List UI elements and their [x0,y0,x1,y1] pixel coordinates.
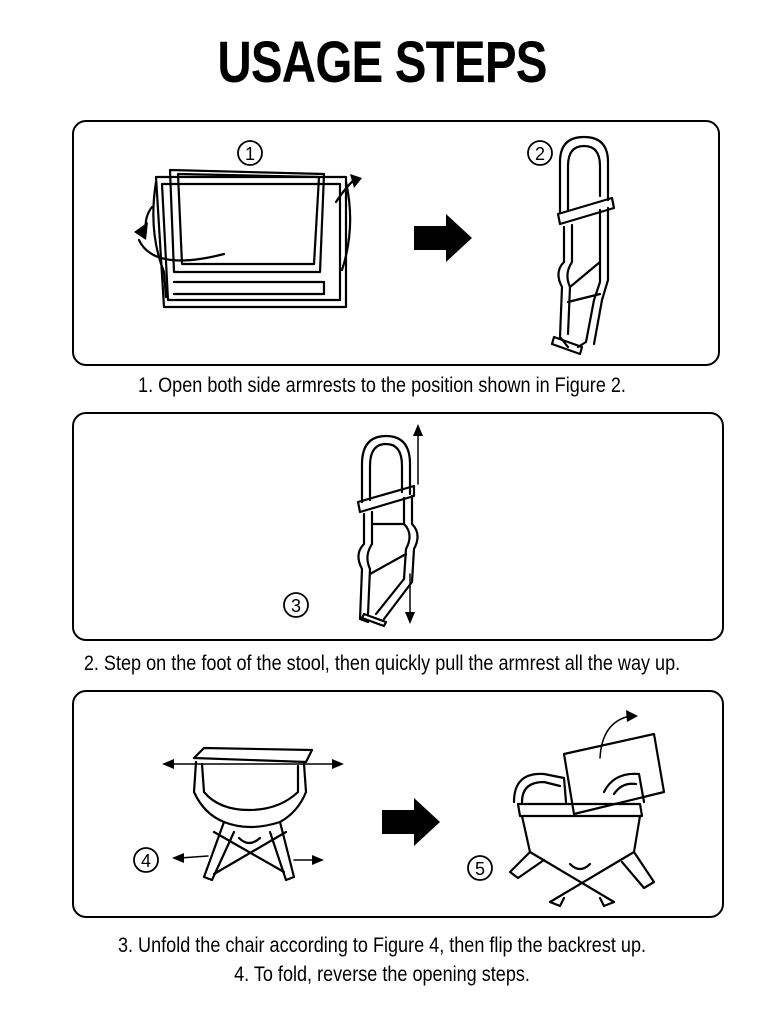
figure-number-4-label: 4 [141,851,151,871]
armrest-up-icon [550,135,616,356]
stool-icon [162,746,344,882]
stool-frame-icon [356,424,423,628]
caption-step-4: 4. To fold, reverse the opening steps. [234,963,530,986]
figure-number-2-label: 2 [535,144,545,164]
figure-number-1: 1 [237,140,263,166]
page-title: USAGE STEPS [217,30,547,95]
caption-step-1: 1. Open both side armrests to the positi… [138,374,626,397]
figure-number-2: 2 [527,140,553,166]
folded-chair-icon [134,168,362,309]
figure-number-5: 5 [467,855,493,881]
caption-step-3: 3. Unfold the chair according to Figure … [117,934,647,957]
figure-number-3-label: 3 [291,596,301,616]
figure-number-1-label: 1 [245,144,255,164]
figure-number-4: 4 [133,847,159,873]
figure-number-5-label: 5 [475,859,485,879]
arrow-right-icon-2 [382,798,440,846]
step-panel-3: 4 5 [72,690,724,918]
step-panel-2: 3 [72,412,724,641]
figure-number-3: 3 [283,592,309,618]
step-panel-1: 1 2 [72,120,720,366]
director-chair-icon [508,710,666,908]
arrow-right-icon [414,214,472,262]
caption-step-2: 2. Step on the foot of the stool, then q… [83,652,681,675]
